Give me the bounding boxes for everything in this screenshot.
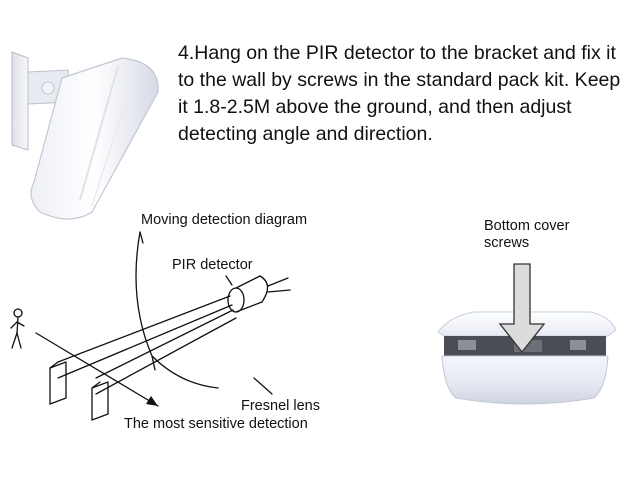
detector-bracket-illustration <box>11 51 159 220</box>
sensitive-detection-label: The most sensitive detection <box>124 416 308 432</box>
diagram-title: Moving detection diagram <box>141 212 308 228</box>
detection-diagram <box>10 231 291 421</box>
fresnel-lens-label: Fresnel lens <box>241 398 320 414</box>
screws-label: screws <box>484 235 530 251</box>
bottom-cover-photo <box>437 263 617 405</box>
instruction-text: 4.Hang on the PIR detector to the bracke… <box>178 42 621 145</box>
bottom-cover-label: Bottom cover <box>484 218 570 234</box>
pir-detector-label: PIR detector <box>172 257 253 273</box>
